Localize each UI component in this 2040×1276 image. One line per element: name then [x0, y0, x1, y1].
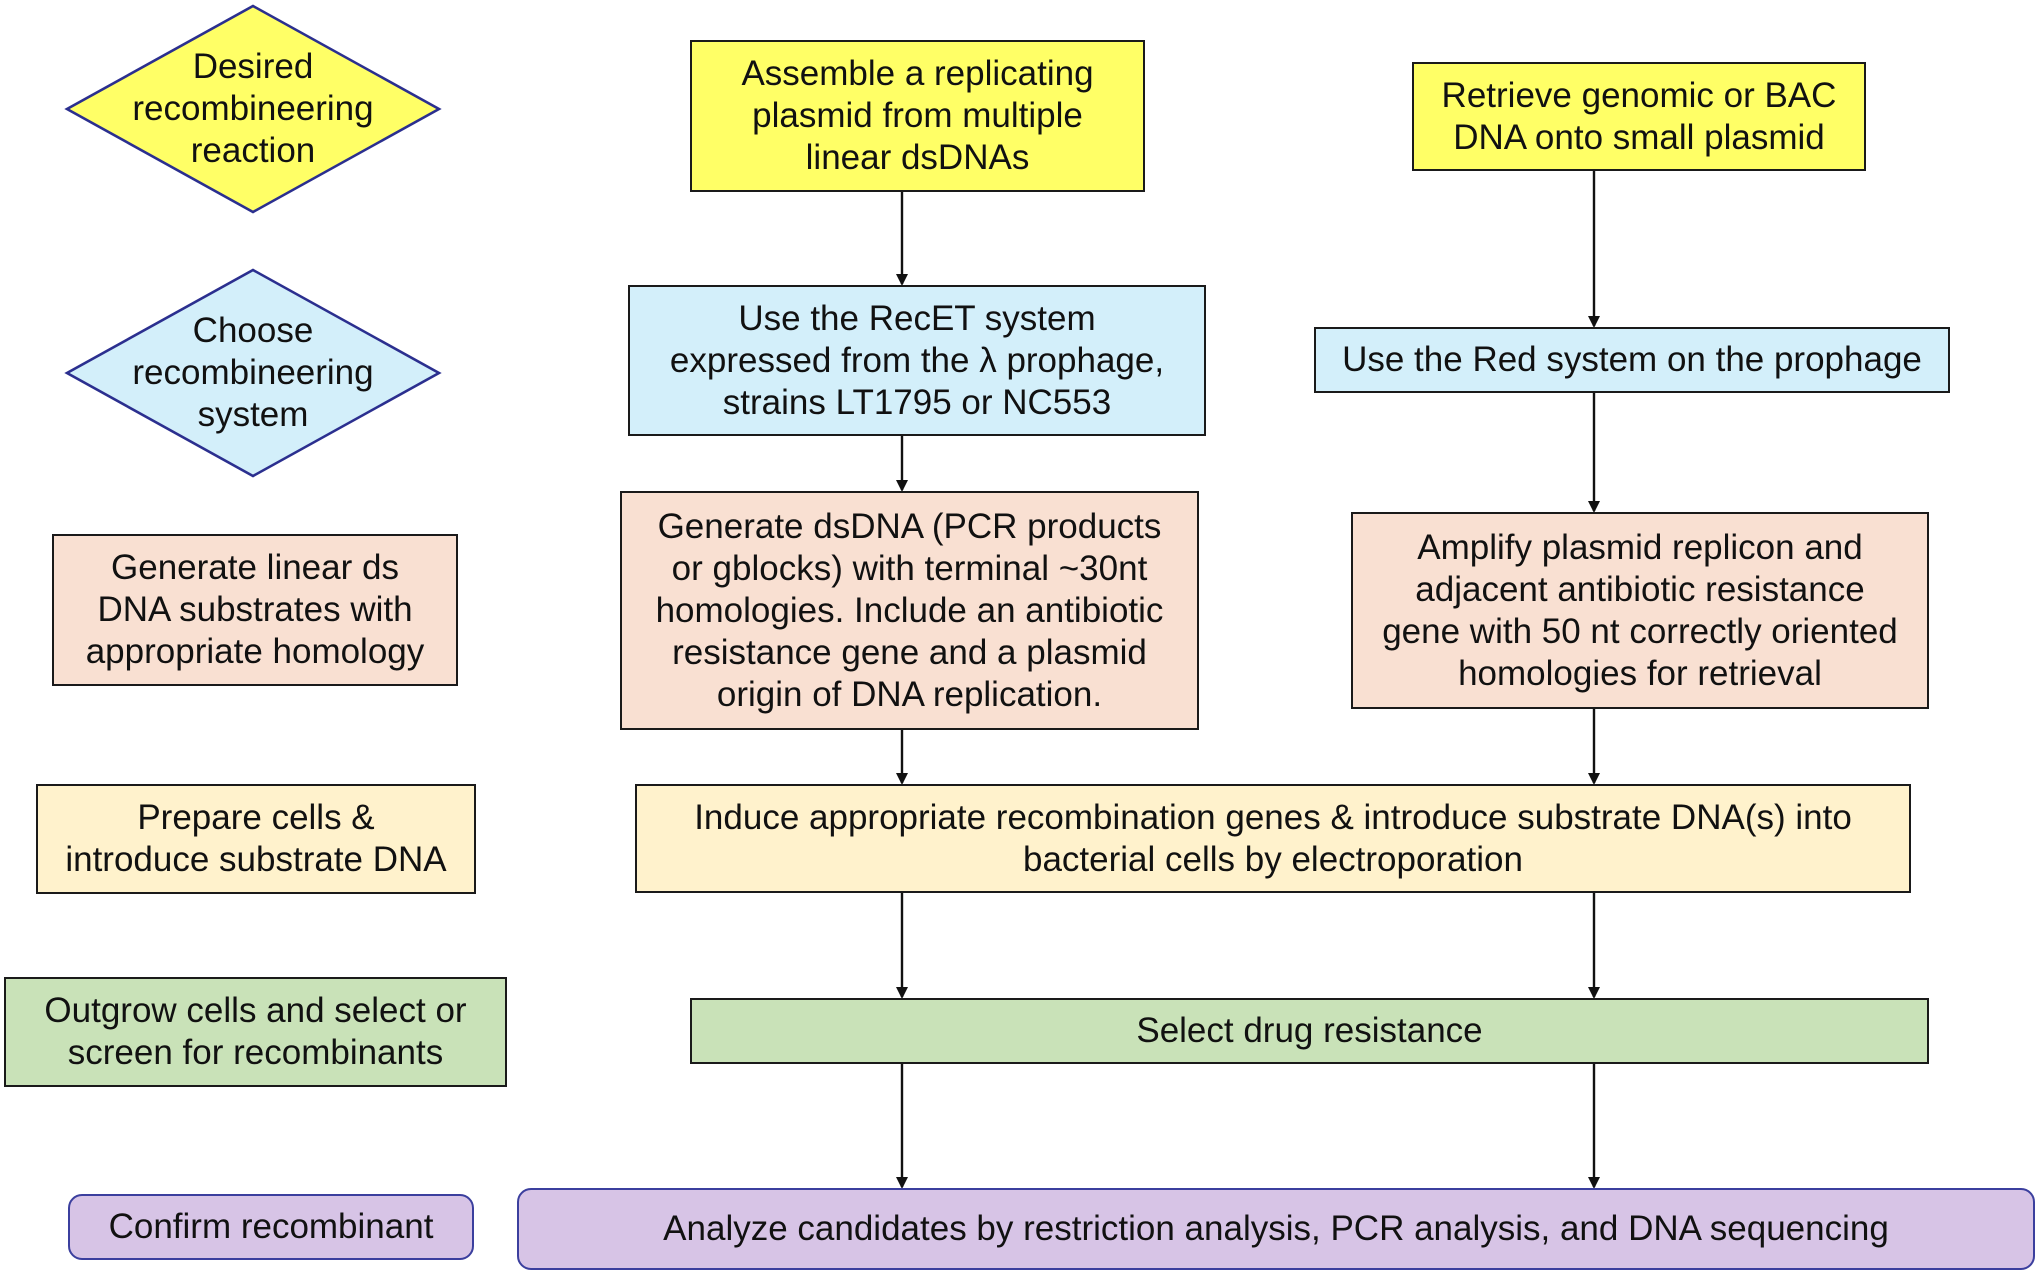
generate-dsdna-line-3: homologies. Include an antibiotic: [655, 590, 1164, 630]
prepare-cells-box: Prepare cells & introduce substrate DNA: [36, 784, 476, 894]
select-resistance-label: Select drug resistance: [1136, 1011, 1483, 1050]
amplify-replicon-line-4: homologies for retrieval: [1458, 653, 1822, 693]
induce-genes-box: Induce appropriate recombination genes &…: [635, 784, 1911, 893]
amplify-replicon-line-2: adjacent antibiotic resistance: [1415, 569, 1865, 609]
analyze-candidates-label: Analyze candidates by restriction analys…: [663, 1209, 1889, 1248]
assemble-plasmid-line-1: Assemble a replicating: [741, 54, 1094, 93]
amplify-replicon-box: Amplify plasmid replicon and adjacent an…: [1351, 512, 1929, 709]
desired-reaction-line-2: recombineering: [132, 89, 374, 128]
assemble-plasmid-box: Assemble a replicating plasmid from mult…: [690, 40, 1145, 192]
generate-substrates-box: Generate linear ds DNA substrates with a…: [52, 534, 458, 686]
choose-system-line-1: Choose: [192, 311, 314, 350]
recet-system-line-3: strains LT1795 or NC553: [722, 382, 1112, 422]
choose-system-label: Choose recombineering system: [67, 309, 439, 437]
analyze-candidates-box: Analyze candidates by restriction analys…: [517, 1188, 2035, 1270]
choose-system-line-3: system: [197, 395, 309, 434]
retrieve-dna-line-1: Retrieve genomic or BAC: [1441, 75, 1837, 115]
generate-dsdna-line-4: resistance gene and a plasmid: [672, 632, 1147, 672]
recet-system-line-1: Use the RecET system: [738, 298, 1096, 338]
induce-genes-line-2: bacterial cells by electroporation: [1023, 839, 1523, 879]
choose-system-diamond: [64, 268, 442, 478]
choose-system-line-2: recombineering: [132, 353, 374, 392]
select-resistance-box: Select drug resistance: [690, 998, 1929, 1064]
confirm-recombinant-box: Confirm recombinant: [68, 1194, 474, 1260]
prepare-cells-line-2: introduce substrate DNA: [65, 840, 447, 879]
desired-reaction-diamond: [64, 4, 442, 214]
desired-reaction-line-3: reaction: [190, 131, 316, 170]
amplify-replicon-line-1: Amplify plasmid replicon and: [1417, 527, 1863, 567]
assemble-plasmid-line-2: plasmid from multiple: [752, 96, 1083, 135]
desired-reaction-line-1: Desired: [192, 47, 314, 86]
prepare-cells-line-1: Prepare cells &: [137, 798, 375, 837]
outgrow-cells-box: Outgrow cells and select or screen for r…: [4, 977, 507, 1087]
amplify-replicon-line-3: gene with 50 nt correctly oriented: [1382, 611, 1898, 651]
generate-dsdna-line-2: or gblocks) with terminal ~30nt: [671, 548, 1148, 588]
recet-system-box: Use the RecET system expressed from the …: [628, 285, 1206, 436]
desired-reaction-label: Desired recombineering reaction: [67, 45, 439, 173]
outgrow-cells-line-1: Outgrow cells and select or: [44, 991, 467, 1030]
retrieve-dna-line-2: DNA onto small plasmid: [1453, 117, 1825, 157]
retrieve-dna-box: Retrieve genomic or BAC DNA onto small p…: [1412, 62, 1866, 171]
assemble-plasmid-line-3: linear dsDNAs: [805, 138, 1030, 177]
confirm-recombinant-label: Confirm recombinant: [108, 1207, 434, 1246]
red-system-box: Use the Red system on the prophage: [1314, 327, 1950, 393]
recet-system-line-2: expressed from the λ prophage,: [669, 340, 1165, 380]
generate-dsdna-line-1: Generate dsDNA (PCR products: [657, 506, 1162, 546]
generate-substrates-line-2: DNA substrates with: [97, 590, 413, 629]
red-system-label: Use the Red system on the prophage: [1342, 340, 1922, 379]
outgrow-cells-line-2: screen for recombinants: [67, 1033, 444, 1072]
generate-dsdna-box: Generate dsDNA (PCR products or gblocks)…: [620, 491, 1199, 730]
generate-dsdna-line-5: origin of DNA replication.: [716, 674, 1103, 714]
generate-substrates-line-1: Generate linear ds: [111, 548, 399, 587]
induce-genes-line-1: Induce appropriate recombination genes &…: [694, 797, 1852, 837]
generate-substrates-line-3: appropriate homology: [85, 632, 425, 671]
